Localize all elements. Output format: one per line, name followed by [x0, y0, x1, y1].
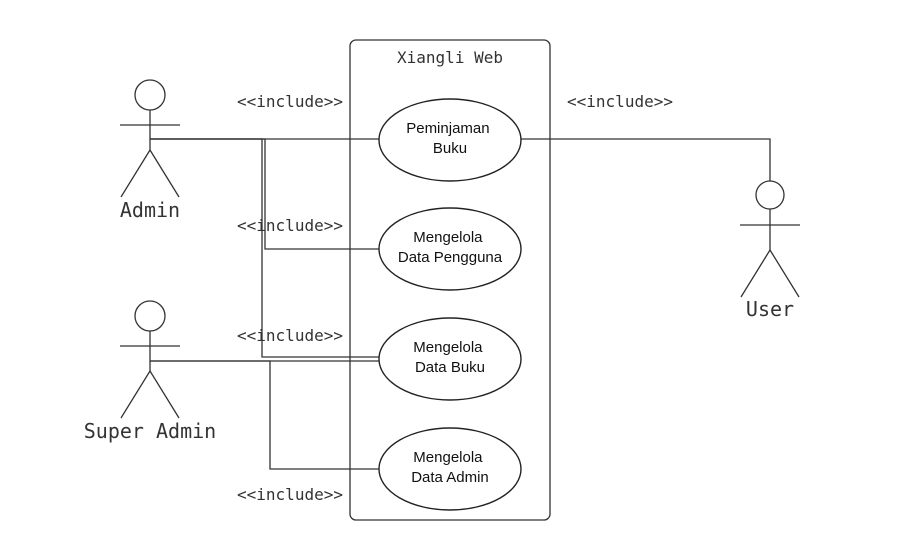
- use-case-ellipse: [378, 98, 522, 182]
- stick-figure-icon: [120, 300, 180, 419]
- actor-super-admin: Super Admin: [84, 300, 216, 443]
- include-label: <<include>>: [237, 485, 343, 504]
- actor-admin: Admin: [120, 79, 180, 222]
- actor-user: User: [740, 180, 800, 321]
- include-label: <<include>>: [237, 216, 343, 235]
- use-case-label: Mengelola Data Pengguna: [398, 229, 503, 266]
- use-case-label: Mengelola Data Buku: [413, 339, 486, 376]
- stick-figure-icon: [740, 180, 800, 298]
- stick-figure-icon: [120, 79, 180, 198]
- use-case-data-buku: Mengelola Data Buku: [378, 317, 522, 401]
- use-case-peminjaman-buku: Peminjaman Buku: [378, 98, 522, 182]
- system-boundary: [349, 39, 551, 521]
- line-user-peminjaman: [520, 138, 771, 182]
- line-superadmin-admin: [150, 360, 380, 470]
- system-title: Xiangli Web: [397, 48, 503, 67]
- use-case-ellipse: [378, 427, 522, 511]
- use-case-label: Mengelola Data Admin: [411, 449, 489, 486]
- use-case-data-admin: Mengelola Data Admin: [378, 427, 522, 511]
- connectors: [150, 138, 771, 470]
- use-case-ellipse: [378, 207, 522, 291]
- actor-label: Super Admin: [84, 419, 216, 443]
- include-label: <<include>>: [237, 92, 343, 111]
- include-label: <<include>>: [567, 92, 673, 111]
- use-case-ellipse: [378, 317, 522, 401]
- use-case-label: Peminjaman Buku: [406, 120, 494, 157]
- actor-label: User: [746, 297, 794, 321]
- include-label: <<include>>: [237, 326, 343, 345]
- use-case-data-pengguna: Mengelola Data Pengguna: [378, 207, 522, 291]
- actor-label: Admin: [120, 198, 180, 222]
- line-admin-buku: [150, 138, 380, 358]
